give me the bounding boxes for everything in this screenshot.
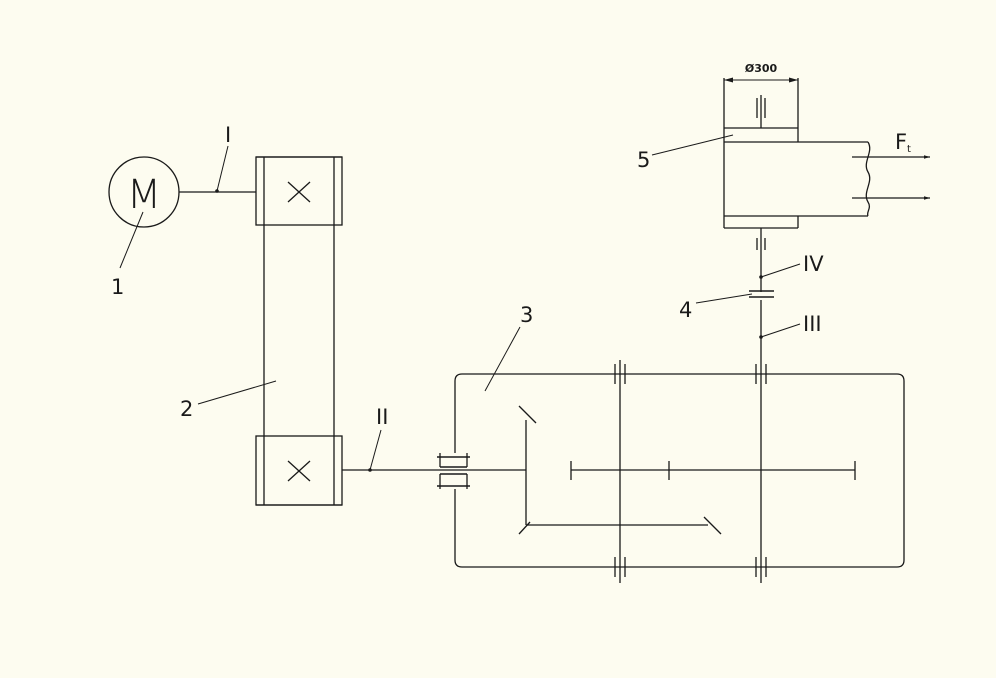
force-label: F xyxy=(895,130,907,154)
gearbox-internals xyxy=(518,360,856,583)
shaft-2: II xyxy=(342,405,526,472)
top-pulley-cross-b xyxy=(287,181,311,203)
dim-arrow-left xyxy=(724,77,733,83)
drum: 5 xyxy=(637,78,871,229)
top-pulley xyxy=(255,156,343,226)
bottom-pulley-cross-b xyxy=(287,460,311,482)
shaft-2-label: II xyxy=(376,405,388,429)
output-coupling: 4 xyxy=(679,290,774,322)
bevel-gear-bottom xyxy=(518,521,531,535)
part-5-label: 5 xyxy=(637,148,650,172)
part-1-leader xyxy=(119,211,144,269)
shaft-2-leader xyxy=(369,429,382,471)
motor: M I 1 xyxy=(108,123,256,299)
dim-arrow-right xyxy=(789,77,798,83)
shaft-4-label: IV xyxy=(803,252,824,276)
diameter-dimension: Ø300 xyxy=(724,62,798,83)
belt-drive: 2 xyxy=(180,156,343,506)
shaft-4-leader xyxy=(760,263,801,278)
part-3-leader xyxy=(484,326,521,392)
dim-label: Ø300 xyxy=(745,62,778,75)
shaft-3-leader xyxy=(760,323,801,338)
drum-break-line xyxy=(865,141,871,217)
part-4-leader xyxy=(695,293,753,304)
gearbox-housing: 3 xyxy=(454,303,905,568)
input-coupling xyxy=(437,453,470,489)
shaft-1-leader xyxy=(216,145,229,192)
part-2-label: 2 xyxy=(180,397,193,421)
part-3-label: 3 xyxy=(520,303,533,327)
housing-outline xyxy=(454,373,905,568)
force-subscript: t xyxy=(907,144,911,155)
part-4-label: 4 xyxy=(679,298,692,322)
housing-bearings xyxy=(614,364,767,577)
bevel-gear-mate xyxy=(703,516,722,535)
output-shaft: III IV xyxy=(759,228,824,583)
shaft-1-label: I xyxy=(225,123,231,147)
force-arrows: F t xyxy=(852,130,930,200)
part-1-label: 1 xyxy=(111,275,124,299)
motor-label: M xyxy=(127,172,162,218)
shaft-3-label: III xyxy=(803,312,822,336)
part-5-leader xyxy=(651,134,734,156)
drum-shaft-bearings xyxy=(756,95,766,250)
bevel-gear-top xyxy=(518,405,537,424)
part-2-leader xyxy=(197,380,277,405)
